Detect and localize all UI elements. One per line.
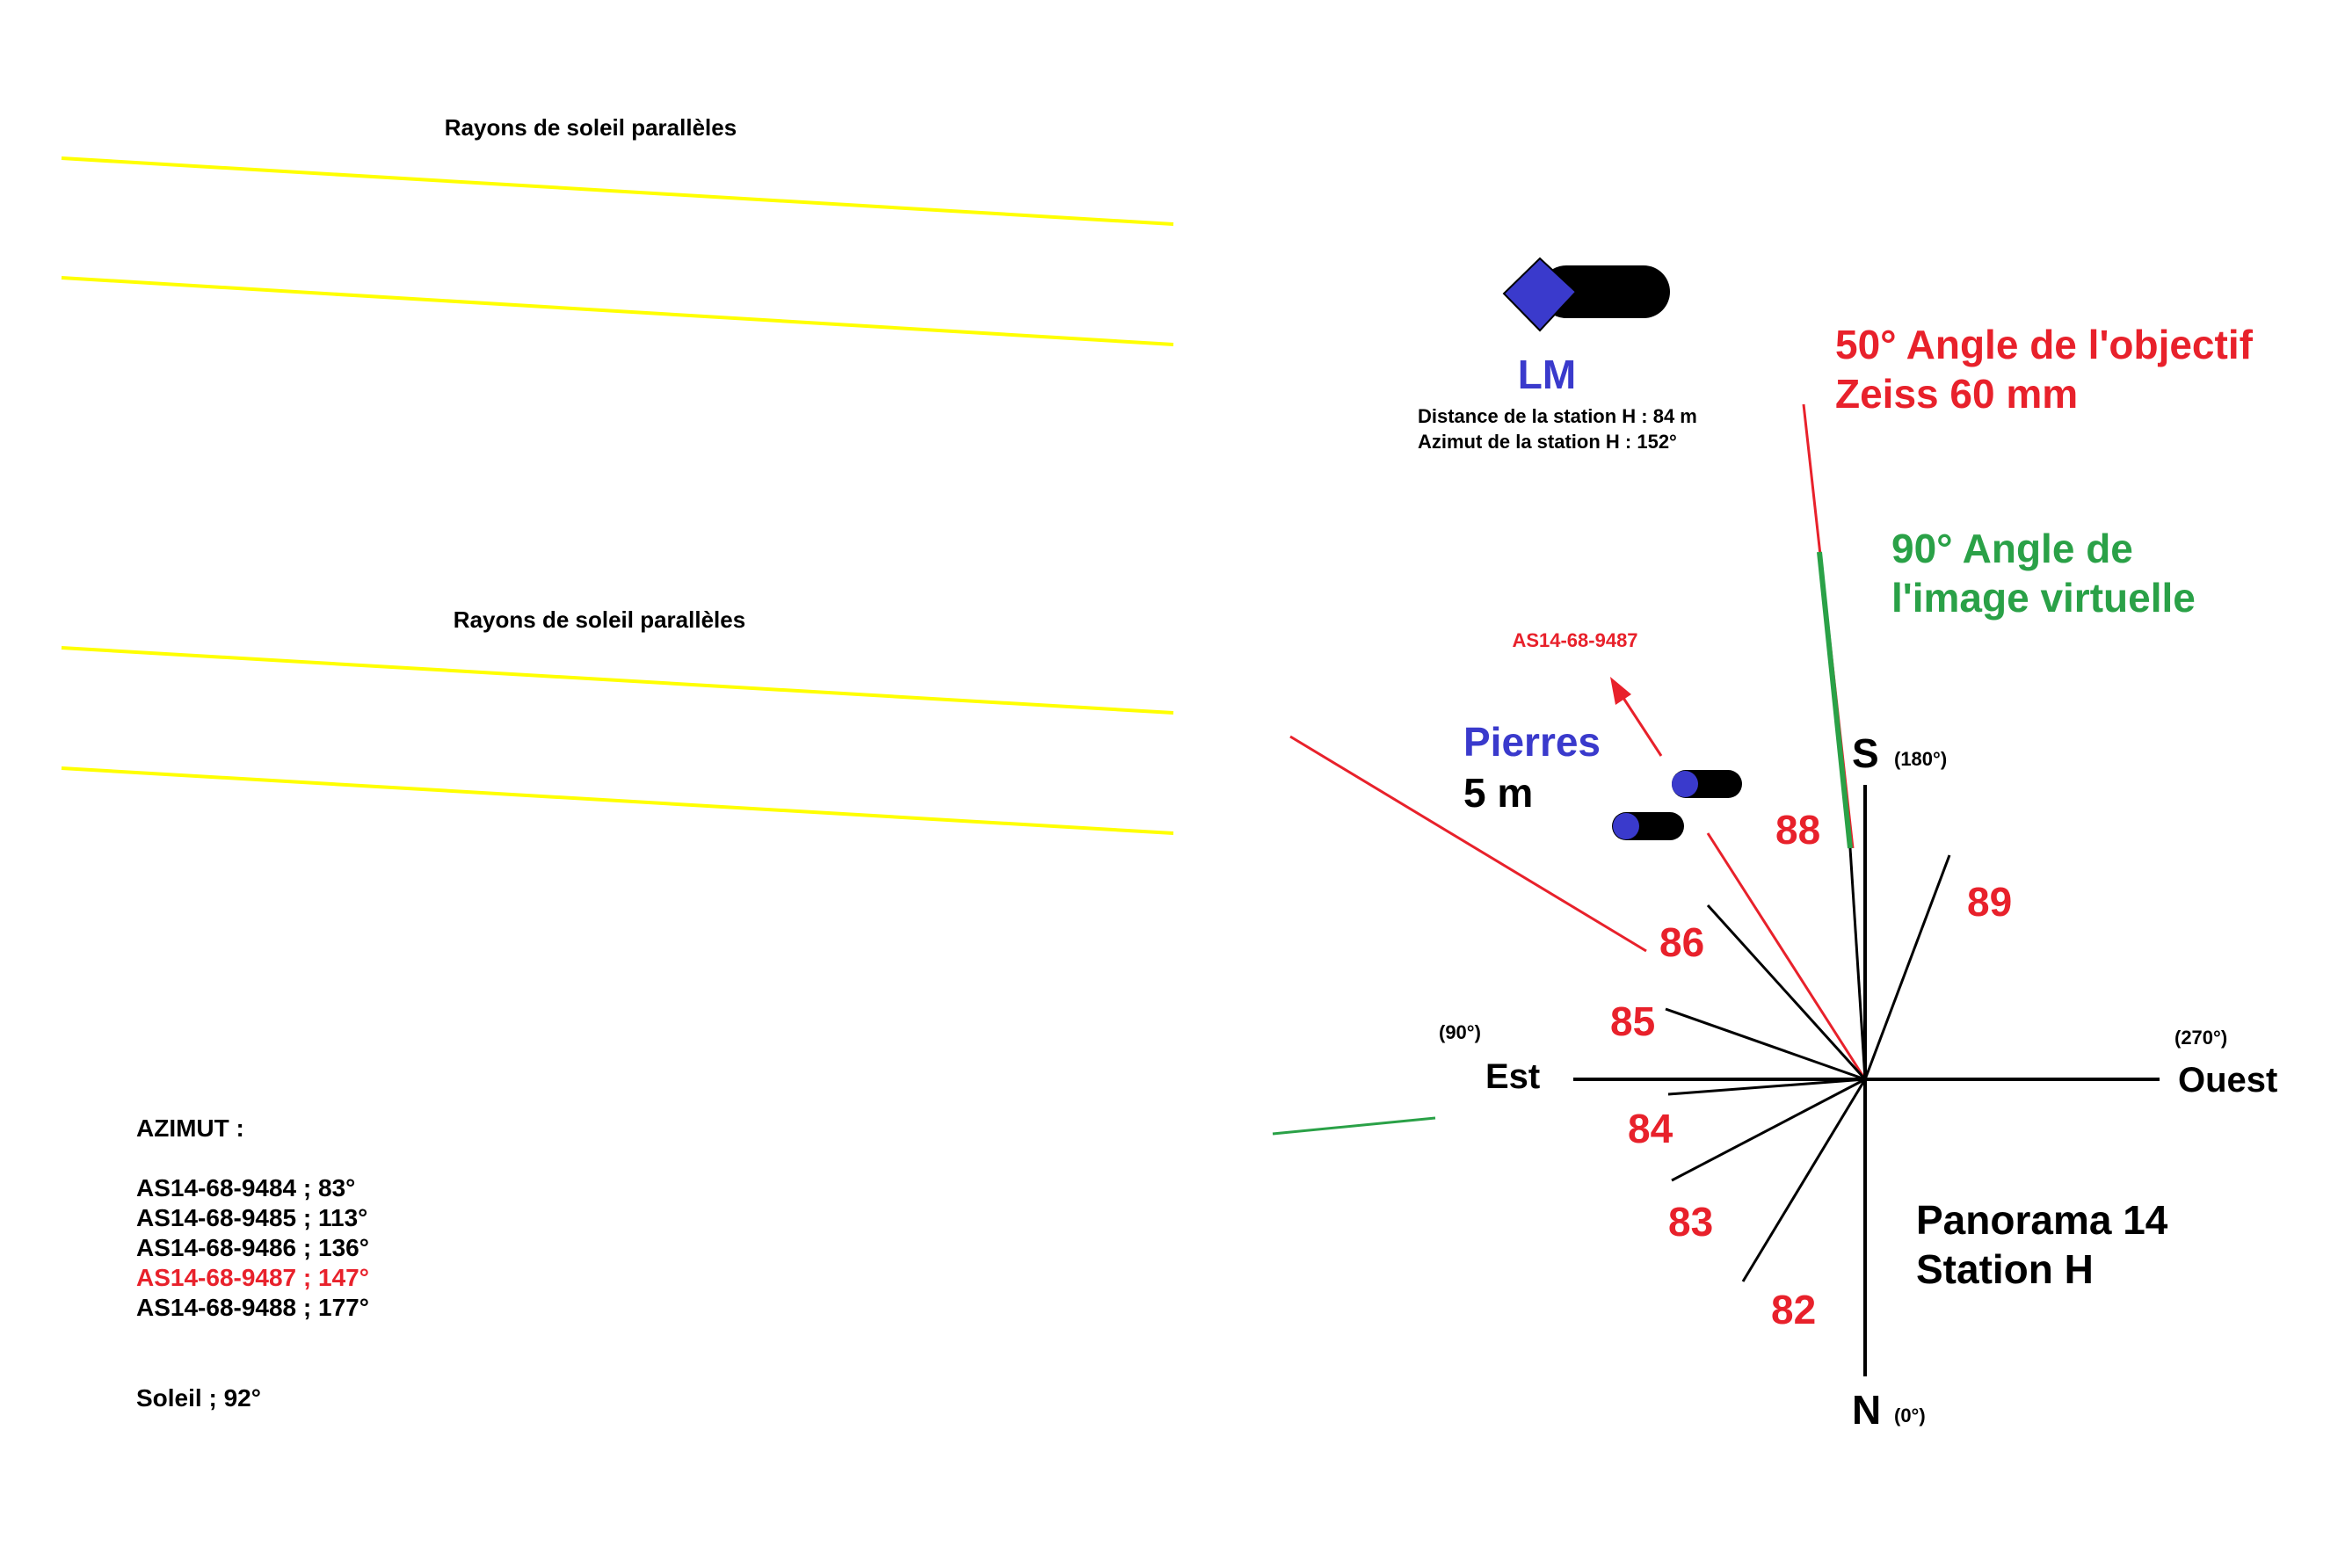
azimut-list: AZIMUT : AS14-68-9484 ; 83° AS14-68-9485… [136,1114,369,1412]
compass-south-degrees: (180°) [1894,748,1947,770]
panorama-title: Panorama 14 [1916,1197,2168,1243]
compass-north-degrees: (0°) [1894,1405,1926,1426]
sun-azimut: Soleil ; 92° [136,1384,261,1412]
azimut-entry: AS14-68-9485 ; 113° [136,1204,367,1231]
frame-line-86 [1706,904,1867,1081]
lm-icon [1502,257,1670,332]
compass-west-degrees: (270°) [2174,1027,2227,1049]
azimut-entry: AS14-68-9484 ; 83° [136,1174,355,1201]
virtual-image-label: l'image virtuelle [1891,575,2196,621]
compass-north-label: N [1852,1387,1881,1433]
sun-ray [61,276,1174,346]
virtual-angle-label: 90° Angle de [1891,526,2133,571]
frame-number-89: 89 [1967,879,2012,925]
lens-angle-label: 50° Angle de l'objectif [1835,322,2254,367]
azimut-entry: AS14-68-9488 ; 177° [136,1294,369,1321]
frame-numbers: 82 83 84 85 86 88 89 [1610,807,2012,1332]
lens-model-label: Zeiss 60 mm [1835,371,2078,417]
frame-number-84: 84 [1628,1106,1673,1151]
stone-icon [1612,812,1684,840]
compass-east-degrees: (90°) [1439,1021,1481,1043]
compass-south-label: S [1852,730,1879,776]
frame-number-83: 83 [1668,1199,1713,1245]
panorama-station: Station H [1916,1246,2094,1292]
compass-west-label: Ouest [2178,1061,2277,1100]
lm-distance: Distance de la station H : 84 m [1418,405,1697,427]
frame-line-89 [1863,854,1951,1080]
frame-number-85: 85 [1610,998,1655,1044]
target-direction-line [1706,832,1867,1080]
azimut-entry: AS14-68-9486 ; 136° [136,1234,369,1261]
frame-number-82: 82 [1771,1287,1816,1332]
virtual-fov-line-right [1817,551,1853,849]
sun-ray [61,766,1174,835]
lm-title: LM [1518,352,1576,397]
target-arrow-icon [1610,677,1663,757]
stones-title: Pierres [1463,719,1601,765]
lm-azimuth: Azimut de la station H : 152° [1418,431,1677,453]
sun-rays-label-bottom: Rayons de soleil parallèles [454,606,745,633]
stones-distance: 5 m [1463,770,1533,816]
target-photo-label: AS14-68-9487 [1512,629,1637,651]
frame-line-85 [1665,1007,1866,1081]
lens-fov-line-left [1289,735,1647,953]
virtual-fov-line-left [1272,1116,1436,1136]
frame-line-82 [1741,1078,1867,1282]
compass-east-label: Est [1485,1057,1540,1096]
frame-line-83 [1671,1078,1866,1182]
sun-ray [61,156,1174,226]
sun-rays [61,156,1174,835]
frame-number-88: 88 [1775,807,1820,853]
azimut-heading: AZIMUT : [136,1114,244,1142]
frame-number-86: 86 [1659,919,1704,965]
frame-line-84 [1667,1078,1866,1096]
fov-lines [1272,403,1867,1136]
stone-icon [1672,770,1742,798]
frame-direction-lines [1665,847,1951,1282]
sun-rays-label-top: Rayons de soleil parallèles [445,114,737,141]
sun-ray [61,646,1174,715]
frame-line-88 [1848,847,1867,1080]
azimut-entry-highlighted: AS14-68-9487 ; 147° [136,1264,369,1291]
